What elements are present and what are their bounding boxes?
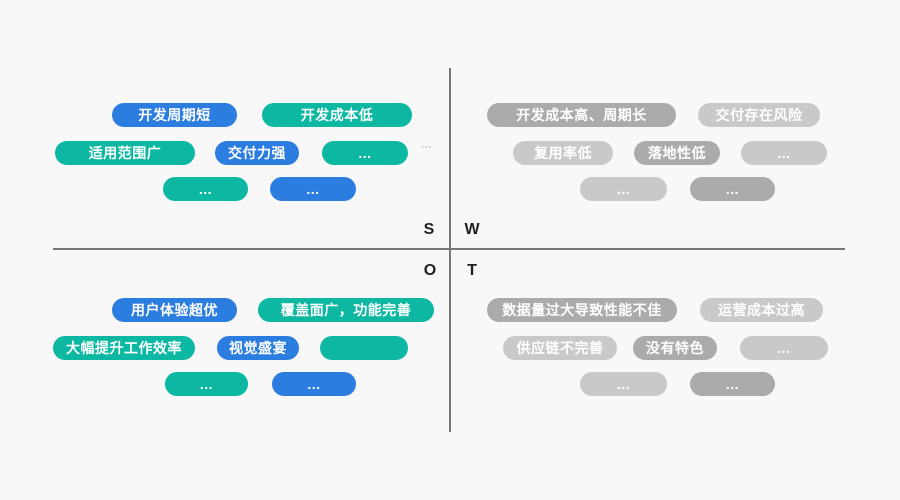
pill-weaknesses-3: 复用率低 bbox=[513, 141, 613, 165]
pill-opportunities-6: ... bbox=[165, 372, 248, 396]
pill-opportunities-1: 用户体验超优 bbox=[112, 298, 237, 322]
pill-weaknesses-7: ... bbox=[690, 177, 775, 201]
faint-ellipsis-text: ... bbox=[420, 136, 432, 151]
horizontal-axis-line bbox=[53, 248, 845, 250]
pill-opportunities-7: ... bbox=[272, 372, 356, 396]
quadrant-letter-opportunities: O bbox=[423, 262, 437, 279]
pill-weaknesses-2: 交付存在风险 bbox=[698, 103, 820, 127]
pill-threats-3: 供应链不完善 bbox=[503, 336, 617, 360]
pill-opportunities-5 bbox=[320, 336, 408, 360]
pill-strengths-2: 开发成本低 bbox=[262, 103, 412, 127]
quadrant-letter-strengths: S bbox=[423, 221, 435, 238]
pill-strengths-4: 交付力强 bbox=[215, 141, 299, 165]
pill-weaknesses-1: 开发成本高、周期长 bbox=[487, 103, 676, 127]
pill-threats-1: 数据量过大导致性能不佳 bbox=[487, 298, 677, 322]
pill-weaknesses-6: ... bbox=[580, 177, 667, 201]
pill-strengths-1: 开发周期短 bbox=[112, 103, 237, 127]
pill-threats-6: ... bbox=[580, 372, 667, 396]
pill-threats-4: 没有特色 bbox=[633, 336, 717, 360]
pill-threats-2: 运营成本过高 bbox=[700, 298, 823, 322]
pill-weaknesses-4: 落地性低 bbox=[634, 141, 720, 165]
pill-strengths-3: 适用范围广 bbox=[55, 141, 195, 165]
quadrant-letter-weaknesses: W bbox=[464, 221, 480, 238]
pill-opportunities-2: 覆盖面广，功能完善 bbox=[258, 298, 434, 322]
quadrant-letter-threats: T bbox=[467, 262, 477, 279]
pill-strengths-5: ... bbox=[322, 141, 408, 165]
pill-strengths-6: ... bbox=[163, 177, 248, 201]
vertical-axis-line bbox=[449, 68, 451, 432]
pill-opportunities-3: 大幅提升工作效率 bbox=[53, 336, 195, 360]
pill-threats-5: ... bbox=[740, 336, 828, 360]
pill-weaknesses-5: ... bbox=[741, 141, 827, 165]
pill-threats-7: ... bbox=[690, 372, 775, 396]
pill-opportunities-4: 视觉盛宴 bbox=[217, 336, 299, 360]
pill-strengths-7: ... bbox=[270, 177, 356, 201]
